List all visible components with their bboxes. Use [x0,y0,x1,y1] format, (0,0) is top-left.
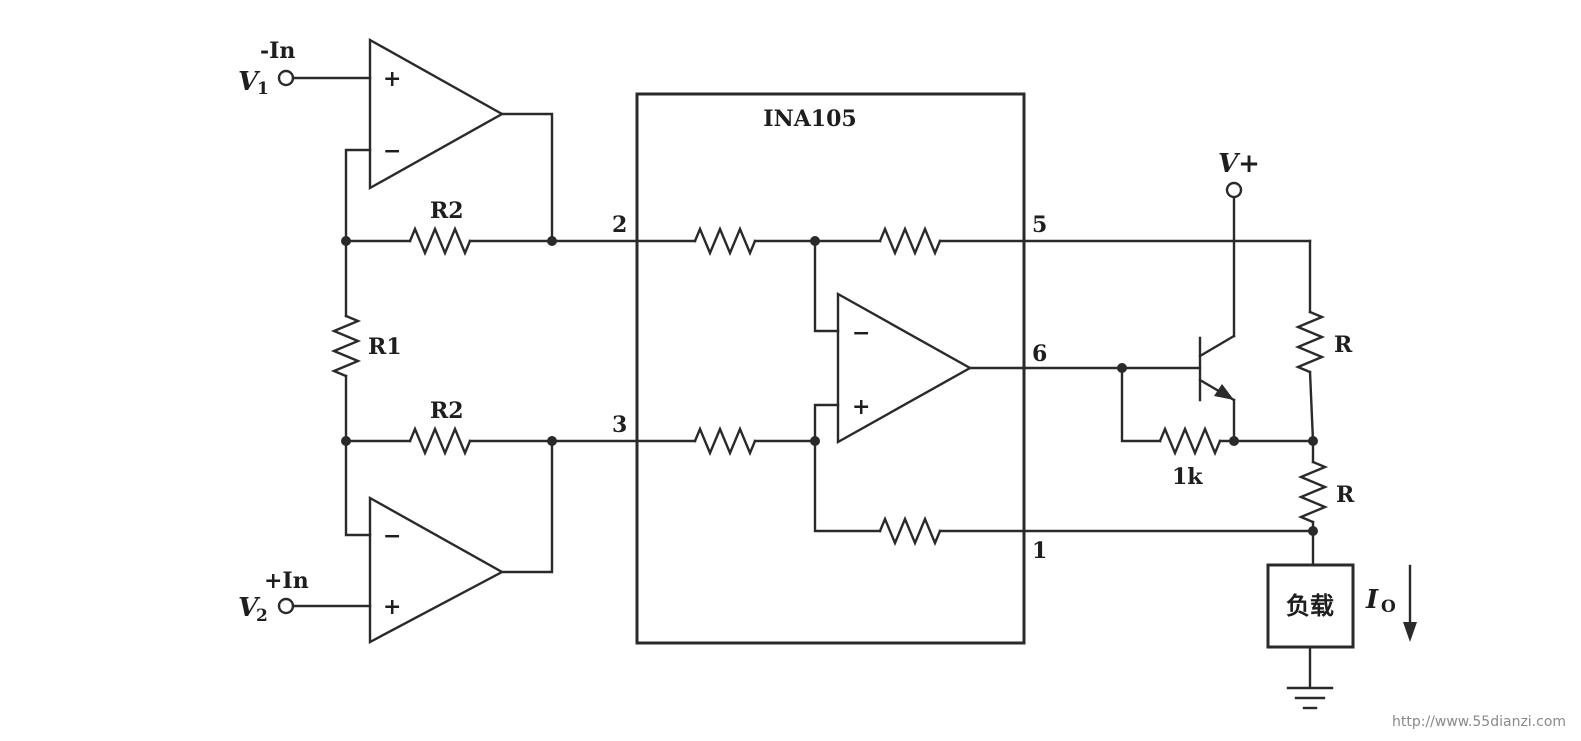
r-lower-label: R [1336,482,1355,508]
wire-ina-inverting [813,239,840,333]
opamp-top-plus-sign: + [383,66,401,92]
ina-opamp-minus-sign: − [852,320,870,346]
output-current-subscript: O [1381,597,1396,617]
wire-opamp-bottom-inverting [344,439,372,537]
ground-icon [1286,686,1334,710]
junction-ina-noninverting [810,436,820,446]
wire-r-upper-bottom [1308,370,1315,443]
watermark-text: http://www.55dianzi.com [1392,714,1566,730]
r2-bottom-resistor [408,425,472,457]
output-current-symbol: I [1365,585,1379,615]
input-buffer-opamp-bottom: − + [368,495,505,644]
vplus-label: V+ [1218,149,1260,179]
v2-subscript: 2 [256,606,268,626]
v1-label: V [238,67,261,97]
wire-opamp-bottom-output [500,439,554,574]
load-label: 负载 [1286,592,1334,620]
vplus-terminal [1225,181,1243,199]
ina-opamp-plus-sign: + [852,394,870,420]
ina105-label: INA105 [763,106,856,132]
junction-emitter [1229,436,1239,446]
wire-opamp-top-inverting [344,148,372,243]
r-lower-resistor [1297,460,1329,524]
ina105-internal-opamp: − + [836,291,973,445]
ina-feedback-resistor [878,225,942,257]
r-upper-label: R [1334,332,1353,358]
minus-in-label: -In [260,38,295,64]
ina-reference-resistor [878,515,942,547]
input-buffer-opamp-top: + − [368,37,505,191]
v1-subscript: 1 [257,79,269,99]
pin2-label: 2 [612,212,627,238]
wire-opamp-top-output [500,112,554,243]
pin3-label: 3 [612,412,627,438]
current-arrow-head [1403,622,1417,642]
v1-input-terminal [277,69,295,87]
v2-input-terminal [277,597,295,615]
ina105-package [635,92,1026,645]
wire-ina-noninverting [813,403,840,443]
r2-bottom-label: R2 [430,398,464,424]
r-1k-label: 1k [1172,464,1203,490]
ina-internal-resistor-pin3 [693,425,757,457]
r2-top-label: R2 [430,198,464,224]
junction-r1-r2-bottom [341,436,351,446]
plus-in-label: +In [264,568,309,594]
pin5-label: 5 [1032,212,1047,238]
v2-label: V [238,593,261,623]
r1-resistor [330,314,362,378]
r2-top-resistor [408,225,472,257]
ina-internal-resistor-pin2 [693,225,757,257]
r-1k-resistor [1158,425,1222,457]
opamp-bottom-plus-sign: + [383,594,401,620]
pin6-label: 6 [1032,341,1047,367]
junction-r1-r2-top [341,236,351,246]
junction-ina-inverting [810,236,820,246]
pin1-label: 1 [1032,538,1047,564]
opamp-top-minus-sign: − [383,138,401,164]
npn-transistor [1198,334,1236,402]
opamp-bottom-minus-sign: − [383,523,401,549]
r-upper-resistor [1294,310,1326,374]
emitter-arrow [1214,384,1234,400]
wire-1k-left [1120,366,1162,443]
wire-ina-ref [813,439,882,533]
r1-label: R1 [368,334,402,360]
